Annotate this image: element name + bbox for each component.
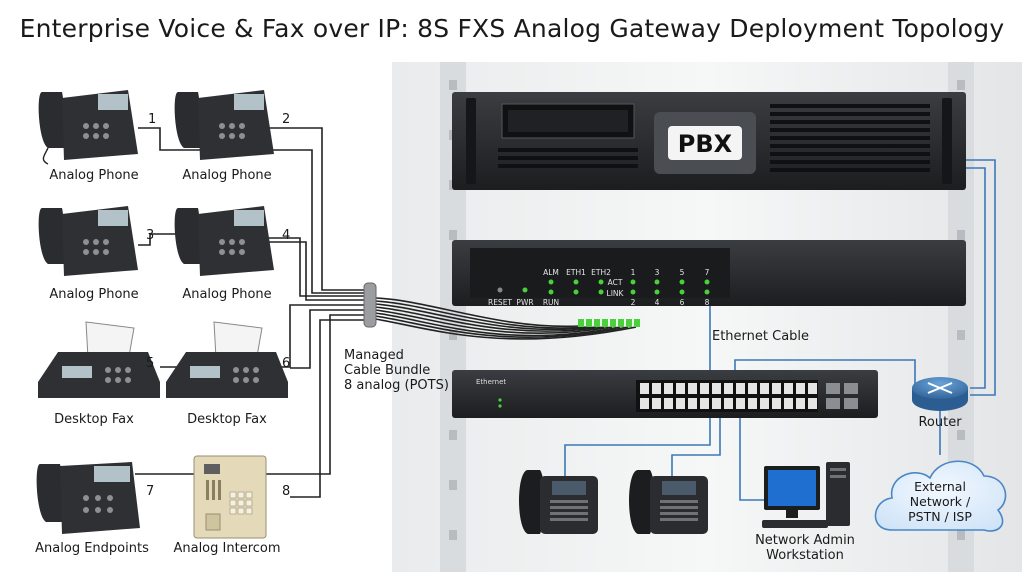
analog-phone-icon <box>38 90 138 165</box>
bundle-label-line2: Cable Bundle <box>344 363 431 378</box>
link-label: LINK <box>607 289 625 298</box>
bundle-label: Managed Cable Bundle 8 analog (POTS) <box>344 348 449 393</box>
port-8-label: 8 <box>705 298 710 307</box>
port-number-2: 2 <box>282 112 291 127</box>
bundle-label-line3: 8 analog (POTS) <box>344 378 449 393</box>
analog-phone-icon <box>38 206 138 276</box>
port-number-6: 6 <box>282 356 291 371</box>
endpoint-label-1: Analog Phone <box>49 168 139 183</box>
port-1-label: 1 <box>631 268 636 277</box>
endpoint-label-6: Desktop Fax <box>187 412 267 427</box>
endpoint-label-8: Analog Intercom <box>173 541 281 556</box>
port-number-7: 7 <box>146 484 155 499</box>
port-4-label: 4 <box>655 298 660 307</box>
intercom-icon <box>193 455 267 539</box>
external-line1: External <box>914 479 966 494</box>
port-2-label: 2 <box>631 298 636 307</box>
analog-phone-icon <box>174 90 274 160</box>
endpoint-label-4: Analog Phone <box>182 287 272 302</box>
port-number-5: 5 <box>146 356 155 371</box>
sfp-ports <box>826 383 858 409</box>
ethernet-switch: Ethernet <box>452 370 878 418</box>
endpoint-label-7: Analog Endpoints <box>35 541 149 556</box>
eth1-label: ETH1 <box>566 268 586 277</box>
alm-label: ALM <box>543 268 559 277</box>
ethernet-cable-label: Ethernet Cable <box>712 329 810 344</box>
ip-phone-icon <box>629 470 708 534</box>
port-number-8: 8 <box>282 484 291 499</box>
external-cloud <box>874 460 1007 532</box>
endpoint-label-3: Analog Phone <box>49 287 139 302</box>
port-number-1: 1 <box>148 112 157 127</box>
port-3-label: 3 <box>655 268 660 277</box>
workstation-label: Network Admin Workstation <box>755 533 855 563</box>
fax-machine-icon <box>38 321 160 398</box>
router-icon <box>912 377 968 411</box>
analog-phone-icon <box>174 206 274 276</box>
bundle-label-line1: Managed <box>344 348 404 363</box>
pbx-server: PBX <box>452 92 966 190</box>
workstation-line2: Workstation <box>766 548 844 563</box>
port-number-3: 3 <box>146 228 155 243</box>
switch-label: Ethernet <box>476 378 506 386</box>
external-network-label: External Network / PSTN / ISP <box>908 479 972 524</box>
cable-bundle <box>363 282 377 328</box>
external-line2: Network / <box>909 494 971 509</box>
diagram-title: Enterprise Voice & Fax over IP: 8S FXS A… <box>19 14 1005 43</box>
act-label: ACT <box>608 278 623 287</box>
analog-phone-icon <box>36 462 140 534</box>
reset-label: RESET <box>488 298 512 307</box>
workstation-icon <box>762 462 850 528</box>
run-label: RUN <box>543 298 559 307</box>
pwr-label: PWR <box>516 298 533 307</box>
port-number-4: 4 <box>282 228 291 243</box>
port-6-label: 6 <box>680 298 685 307</box>
gateway-port-jacks <box>578 319 640 327</box>
endpoint-label-5: Desktop Fax <box>54 412 134 427</box>
port-5-label: 5 <box>680 268 685 277</box>
endpoint-label-2: Analog Phone <box>182 168 272 183</box>
port-7-label: 7 <box>705 268 710 277</box>
pbx-logo: PBX <box>678 130 733 158</box>
ip-phone-icon <box>519 470 598 534</box>
fxs-gateway: RESET PWR ALM RUN ETH1 ETH2 ACT LINK 1 3… <box>452 240 966 307</box>
eth2-label: ETH2 <box>591 268 611 277</box>
router-label: Router <box>918 415 962 430</box>
external-line3: PSTN / ISP <box>908 509 972 524</box>
switch-ports <box>640 383 817 409</box>
gateway-status-leds <box>522 279 710 295</box>
workstation-line1: Network Admin <box>755 533 855 548</box>
fax-machine-icon <box>166 321 288 398</box>
reset-button[interactable] <box>497 287 503 293</box>
